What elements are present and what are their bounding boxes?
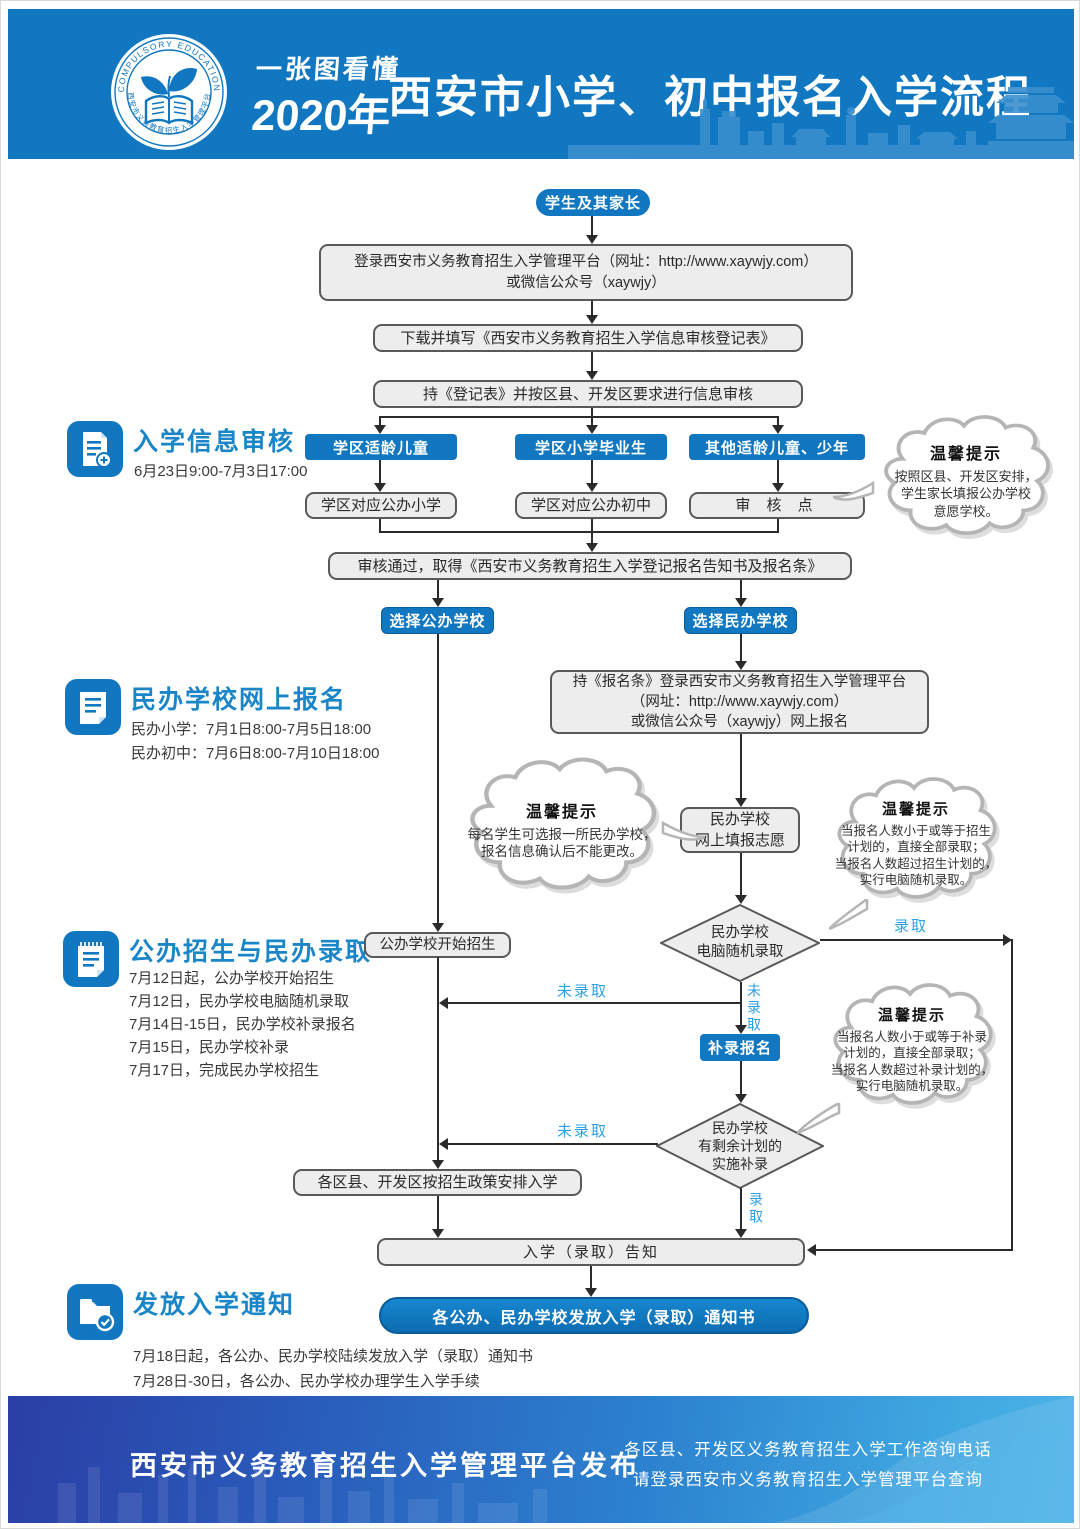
- label-not-admitted-1: 未录取: [557, 983, 609, 1000]
- admission-date-5: 7月17日，完成民办学校招生: [129, 1062, 320, 1079]
- admission-date-3: 7月14日-15日，民办学校补录报名: [129, 1016, 356, 1033]
- tip-tail: [833, 480, 875, 501]
- admission-date-1: 7月12日起，公办学校开始招生: [129, 970, 335, 987]
- admission-date-4: 7月15日，民办学校补录: [129, 1039, 290, 1056]
- footer-skyline-decoration: [58, 1461, 547, 1523]
- section-title-private-registration: 民办学校网上报名: [131, 686, 348, 714]
- tip-tail: [661, 820, 705, 841]
- section-title-audit: 入学信息审核: [133, 428, 296, 456]
- online-form-icon: [65, 679, 121, 735]
- makeup-register-node: 补录报名: [700, 1034, 780, 1061]
- section-title-admission: 公办招生与民办录取: [129, 938, 373, 966]
- category-primary-graduates: 学区小学毕业生: [515, 434, 667, 460]
- document-audit-icon: [67, 421, 123, 477]
- flow-download-box: 下载并填写《西安市义务教育招生入学信息审核登记表》: [373, 324, 803, 352]
- header-banner: COMPULSORY EDUCATION 西安市义务教育招生入学管理平台 一张图…: [8, 9, 1074, 159]
- admission-date-2: 7月12日，民办学校电脑随机录取: [129, 993, 350, 1010]
- header-year: 2020年: [250, 92, 393, 140]
- choose-private-node: 选择民办学校: [684, 607, 797, 634]
- target-public-primary: 学区对应公办小学: [305, 492, 457, 519]
- flow-login-box: 登录西安市义务教育招生入学管理平台（网址：http://www.xaywjy.c…: [319, 244, 853, 301]
- tip-title: 温馨提示: [881, 800, 950, 818]
- section-audit-dates: 6月23日9:00-7月3日17:00: [134, 463, 308, 480]
- flow-verify-box: 持《登记表》并按区县、开发区要求进行信息审核: [373, 380, 803, 408]
- tip-title: 温馨提示: [525, 803, 598, 821]
- private-primary-dates: 民办小学：7月1日8:00-7月5日18:00: [131, 721, 372, 738]
- footer-banner: 西安市义务教育招生入学管理平台发布 各区县、开发区义务教育招生入学工作咨询电话 …: [8, 1396, 1074, 1523]
- label-admitted-right: 录取: [894, 918, 929, 935]
- tip-bubble-makeup: 温馨提示 当报名人数小于或等于补录 计划的，直接全部录取； 当报名人数超过补录计…: [817, 979, 1007, 1119]
- admission-notify-box: 入学（录取）告知: [377, 1238, 805, 1266]
- leaf-icon: [141, 76, 168, 95]
- private-apply-box: 民办学校 网上填报志愿: [680, 807, 800, 853]
- tip-bubble-lottery: 温馨提示 当报名人数小于或等于招生 计划的，直接全部录取； 当报名人数超过招生计…: [821, 773, 1011, 913]
- private-junior-dates: 民办初中：7月6日8:00-7月10日18:00: [131, 745, 380, 762]
- private-login-box: 持《报名条》登录西安市义务教育招生入学管理平台 （网址：http://www.x…: [550, 670, 929, 734]
- notice-banner: 各公办、民办学校发放入学（录取）通知书: [379, 1297, 809, 1334]
- notepad-icon: [63, 931, 119, 987]
- section-title-notice: 发放入学通知: [133, 1291, 296, 1319]
- notice-date-2: 7月28日-30日，各公办、民办学校办理学生入学手续: [133, 1373, 480, 1390]
- public-start-box: 公办学校开始招生: [364, 932, 511, 958]
- flow-pass-box: 审核通过，取得《西安市义务教育招生入学登记报名告知书及报名条》: [328, 552, 852, 580]
- tip-title: 温馨提示: [877, 1006, 946, 1024]
- makeup-lottery-diamond: 民办学校 有剩余计划的 实施补录: [656, 1103, 824, 1189]
- tip-tail: [829, 899, 869, 931]
- district-arrange-box: 各区县、开发区按招生政策安排入学: [293, 1169, 582, 1196]
- category-other-children: 其他适龄儿童、少年: [689, 434, 865, 460]
- target-public-junior: 学区对应公办初中: [515, 492, 667, 519]
- folder-check-icon: [67, 1284, 123, 1340]
- tip-tail: [797, 1103, 841, 1135]
- lottery-decision-diamond: 民办学校 电脑随机录取: [660, 904, 820, 982]
- tip-bubble-one-school: 温馨提示 每名学生可选报一所民办学校， 报名信息确认后不能更改。: [451, 753, 673, 905]
- flow-start-node: 学生及其家长: [536, 189, 650, 216]
- choose-public-node: 选择公办学校: [381, 607, 494, 634]
- footer-wave-decoration: [774, 1396, 1074, 1523]
- footer-note-line2: 请登录西安市义务教育招生入学管理平台查询: [633, 1471, 983, 1489]
- footer-publisher: 西安市义务教育招生入学管理平台发布: [130, 1451, 640, 1481]
- label-not-admitted-vertical: 未录取: [746, 983, 762, 1034]
- tip-bubble-audit: 温馨提示 按照区县、开发区安排， 学生家长填报公办学校 意愿学校。: [867, 411, 1065, 549]
- tip-body: 按照区县、开发区安排， 学生家长填报公办学校 意愿学校。: [894, 468, 1038, 519]
- tip-body: 当报名人数小于或等于补录 计划的，直接全部录取； 当报名人数超过补录计划的， 实…: [830, 1029, 994, 1094]
- city-skyline-decoration: [568, 87, 1074, 159]
- category-school-age-children: 学区适龄儿童: [305, 434, 457, 460]
- platform-logo: COMPULSORY EDUCATION 西安市义务教育招生入学管理平台: [111, 34, 227, 150]
- tip-title: 温馨提示: [929, 445, 1002, 463]
- footer-note-line1: 各区县、开发区义务教育招生入学工作咨询电话: [624, 1441, 992, 1459]
- tip-body: 每名学生可选报一所民办学校， 报名信息确认后不能更改。: [467, 826, 657, 860]
- tip-body: 当报名人数小于或等于招生 计划的，直接全部录取； 当报名人数超过招生计划的， 实…: [834, 823, 998, 888]
- notice-date-1: 7月18日起，各公办、民办学校陆续发放入学（录取）通知书: [133, 1348, 534, 1365]
- label-not-admitted-2: 未录取: [557, 1123, 609, 1140]
- label-admitted-vertical: 录取: [748, 1192, 764, 1226]
